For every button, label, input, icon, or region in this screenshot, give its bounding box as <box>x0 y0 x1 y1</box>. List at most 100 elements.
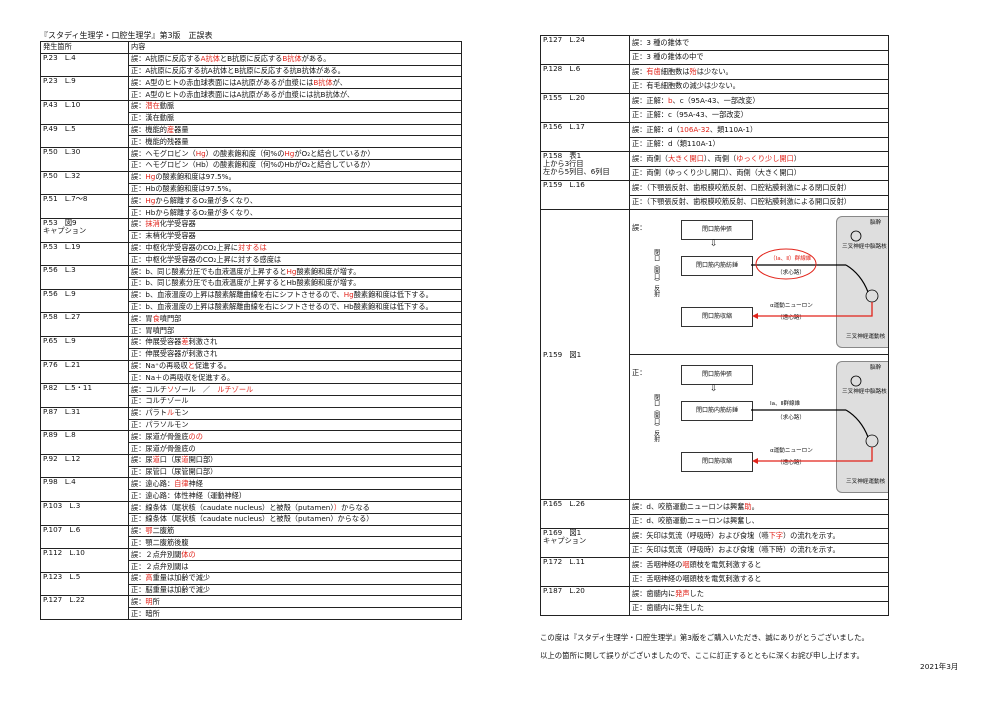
text-segment: 正：中枢化学受容器のCO₂上昇に対する感度は <box>131 254 282 264</box>
text-segment: がO₂と結合しているか） <box>294 148 375 158</box>
afferent-sub-label: （求心路） <box>777 415 805 421</box>
correct-content-cell: 正：線条体（尾状核（caudate nucleus）と被殻（putamen）から… <box>128 512 462 526</box>
wrong-content-cell: 誤：伸展受容器差刺激され <box>128 335 462 349</box>
text-segment: 正：漢在動脈 <box>131 113 175 123</box>
errata-row: 正：A型のヒトの赤血球表面にはA抗原があるが血漿には抗B抗体が、 <box>41 88 462 101</box>
error-text: Hg <box>145 172 156 182</box>
error-text: B抗体 <box>282 54 302 64</box>
error-text: Hg <box>343 290 354 300</box>
text-segment: 正：顎二腹筋後腹 <box>131 537 189 547</box>
text-segment: 正：矢印は気流（呼吸時）および食塊（嚥下時）の流れを示す。 <box>632 545 840 555</box>
wrong-content-cell: 誤：パラトルモン <box>128 406 462 420</box>
location-text: P.87 L.31 <box>43 407 81 416</box>
correct-content-cell: 正：A型のヒトの赤血球表面にはA抗原があるが血漿には抗B抗体が、 <box>128 88 462 101</box>
text-segment: 誤：尿道が骨盤底 <box>131 431 189 441</box>
correct-content-cell: 正：Hbの酸素飽和度は97.5%。 <box>128 182 462 196</box>
correct-content-cell: 正：3 種の錐体の中で <box>629 49 889 65</box>
error-text: 道 <box>181 455 189 465</box>
location-cell: P.128 L.6 <box>540 64 630 94</box>
location-cell: P.172 L.11 <box>540 557 630 587</box>
header-content: 内容 <box>128 41 462 54</box>
text-segment: 促進する。 <box>194 360 231 370</box>
correct-content-cell: 正：コルチゾール <box>128 394 462 408</box>
correct-content-cell: 正：２点弁別閾は <box>128 560 462 573</box>
text-segment: 正：コルチゾール <box>131 396 189 406</box>
errata-row: 正：コルチゾール <box>41 394 462 408</box>
diagram-side-label: 閉口（開口）反射 <box>652 249 660 297</box>
errata-row: 正：漢在動脈 <box>41 111 462 125</box>
text-segment: 誤：b、血液温度の上昇は酸素解離曲線を右にシフトさせるので、 <box>131 290 344 300</box>
nucleus-bottom-label: 三叉神経運動核 <box>846 334 886 340</box>
error-text: 差 <box>181 337 189 347</box>
wrong-content-cell: 誤：遠心路：自律神経 <box>128 477 462 491</box>
location-text: P.49 L.5 <box>43 124 76 133</box>
correct-figure-cell: 正： 閉口（開口）反射 脳幹 三叉神経中脳路核 三叉神経運動核 閉口筋伸張 ⇩ … <box>629 354 889 500</box>
error-text: Hg <box>286 266 297 276</box>
correct-content-cell: 正：b、血液温度の上昇は酸素解離曲線を右にシフトさせるので、Hb酸素飽和度は低下… <box>128 300 462 314</box>
efferent-arrowhead <box>752 313 758 319</box>
text-segment: とB抗原に反応する <box>219 54 283 64</box>
correct-content-cell: 正：A抗原に反応する抗A抗体とB抗原に反応する抗B抗体がある。 <box>128 64 462 78</box>
location-cell: P.23 L.9 <box>40 76 129 101</box>
text-segment: 刺激され <box>188 337 218 347</box>
box-stretch: 閉口筋伸張 <box>681 365 753 385</box>
text-segment: 正：機能的残器量 <box>131 136 189 146</box>
location-cell: P.87 L.31 <box>40 406 129 432</box>
text-segment: 正：歯髄内に発生した <box>632 603 704 613</box>
location-cell: P.103 L.3 <box>40 501 129 526</box>
location-text: P.172 L.11 <box>543 557 585 566</box>
correct-content-cell: 正：暗所 <box>128 607 462 621</box>
footer-line-1: この度は『スタディ生理学・口腔生理学』第3版をご購入いただき、誠にありがとうござ… <box>540 633 869 642</box>
text-segment: 誤：伸展受容器 <box>131 337 182 347</box>
text-segment: 誤： <box>632 66 647 76</box>
location-text: P.53 L.19 <box>43 242 81 251</box>
figure-row: 正： 閉口（開口）反射 脳幹 三叉神経中脳路核 三叉神経運動核 閉口筋伸張 ⇩ … <box>541 354 889 500</box>
error-text: 助 <box>744 501 752 511</box>
correct-content-cell: 正：中枢化学受容器のCO₂上昇に対する感度は <box>128 253 462 267</box>
text-segment: 誤：両側（ <box>632 153 668 163</box>
location-text: P.156 L.17 <box>543 122 585 131</box>
text-segment: 誤：尿 <box>131 455 153 465</box>
efferent-sub-label: （遠心路） <box>777 315 805 321</box>
afferent-sub-label: （求心路） <box>777 270 805 276</box>
text-segment: が、 <box>332 77 347 87</box>
text-segment: 誤：矢印は気流（呼吸時）および食塊（嚥 <box>632 530 769 540</box>
text-segment: 正：d、咬筋運動ニューロンは興奮し、 <box>632 516 759 526</box>
location-text: P.165 L.26 <box>543 499 585 508</box>
error-text: 有歯 <box>646 66 661 76</box>
text-segment: 誤： <box>131 195 146 205</box>
error-text: 自律 <box>174 478 189 488</box>
afferent-branch <box>845 264 869 293</box>
text-segment: 正：舌咽神経の咽頭枝を電気刺激すると <box>632 574 762 584</box>
error-text: 発声 <box>675 588 690 598</box>
text-segment: ゾール ／ <box>174 384 218 394</box>
text-segment: 正：Na＋の再吸収を促進する。 <box>131 372 235 382</box>
location-cell: P.127 L.22 <box>40 595 129 621</box>
error-text: 明 <box>145 596 153 606</box>
text-segment: 誤：線条体（尾状核（caudate nucleus）と被殻（putamen） <box>131 502 334 512</box>
location-text: P.58 L.27 <box>43 312 81 322</box>
correct-content-cell: 正：Hbから解離するO₂量が多くなり、 <box>128 206 462 219</box>
errata-row: 正：尿道が骨盤底の <box>41 442 462 455</box>
location-text: P.127 L.22 <box>43 595 85 605</box>
location-text: P.128 L.6 <box>543 64 581 73</box>
location-text: P.51 L.7～8 <box>43 194 88 204</box>
error-text: A抗体 <box>200 54 220 64</box>
wrong-content-cell: 誤：明所 <box>128 595 462 609</box>
text-segment: 正：尿道が骨盤底の <box>131 443 196 453</box>
text-segment: 誤： <box>131 101 146 111</box>
error-text: 食 <box>152 313 160 323</box>
location-cell: P.49 L.5 <box>40 123 129 149</box>
efferent-arrowhead <box>752 458 758 464</box>
errata-row: 正：b、同じ酸素分圧でも血液温度が上昇するとHb酸素飽和度が増す。 <box>41 276 462 290</box>
error-text: 抹消 <box>145 219 160 229</box>
correct-content-cell: 正：d、咬筋運動ニューロンは興奮し、 <box>629 513 889 529</box>
text-segment: 誤：舌咽神経の <box>632 559 683 569</box>
wrong-content-cell: 誤：正解：d（106A-32、類110A-1） <box>629 122 889 138</box>
